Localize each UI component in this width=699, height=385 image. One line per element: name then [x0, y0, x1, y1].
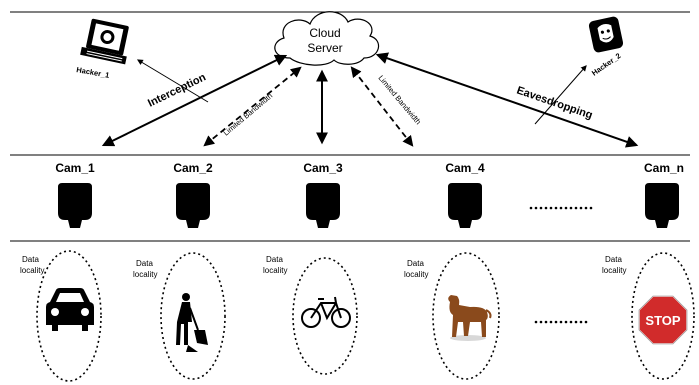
more-localities-ellipsis	[534, 320, 588, 324]
locality-ellipse	[160, 252, 226, 380]
cloud-icon	[274, 11, 380, 66]
interception-arrow	[136, 59, 209, 103]
camera-cam-1: Cam_1	[55, 161, 95, 228]
dog-icon	[448, 295, 492, 341]
camera-cam-4: Cam_4	[445, 161, 485, 228]
locality-4-label-line2: locality	[404, 270, 428, 279]
locality-2: Data locality	[133, 252, 226, 380]
camera-cam-3: Cam_3	[303, 161, 343, 228]
car-icon	[46, 288, 94, 331]
interception-label: Interception	[146, 71, 208, 110]
camera-cam-n: Cam_n	[644, 161, 684, 228]
locality-1-label-line1: Data	[22, 255, 39, 264]
locality-3: Data locality	[263, 255, 358, 375]
locality-ellipse	[432, 252, 500, 380]
eavesdropping-arrow	[534, 65, 587, 125]
construction-worker-icon	[176, 293, 208, 352]
camera-icon	[58, 183, 92, 228]
locality-1-label-line2: locality	[20, 266, 44, 275]
locality-3-label-line1: Data	[266, 255, 283, 264]
cam-n-label: Cam_n	[644, 161, 684, 175]
locality-4-label-line1: Data	[407, 259, 424, 268]
more-cameras-ellipsis	[529, 206, 593, 210]
stop-sign-text: STOP	[645, 313, 680, 328]
locality-5: Data locality STOP	[602, 252, 695, 380]
masked-hacker-icon	[588, 16, 624, 53]
hacker-2-label: Hacker_2	[590, 51, 623, 78]
locality-2-label-line2: locality	[133, 270, 157, 279]
locality-3-label-line2: locality	[263, 266, 287, 275]
cloud-label-line1: Cloud	[309, 26, 340, 40]
hacker-1: Hacker_1	[76, 18, 129, 80]
limited-bandwidth-left-label: Limited Bandwidth	[222, 91, 275, 137]
hacker-2: Hacker_2	[588, 16, 624, 78]
camera-icon	[306, 183, 340, 228]
hacker-1-label: Hacker_1	[76, 65, 110, 80]
laptop-hacker-icon	[80, 18, 129, 65]
cam-4-label: Cam_4	[445, 161, 485, 175]
cam-2-label: Cam_2	[173, 161, 213, 175]
cam4-cloud-link	[350, 66, 414, 147]
locality-ellipse	[36, 250, 102, 382]
limited-bandwidth-right-label: Limited Bandwidth	[376, 74, 422, 127]
cam2-cloud-link	[203, 66, 302, 147]
locality-4: Data locality	[404, 252, 500, 380]
camera-icon	[448, 183, 482, 228]
cloud-label-line2: Server	[307, 41, 342, 55]
cam-1-label: Cam_1	[55, 161, 95, 175]
stop-sign-icon: STOP	[638, 295, 688, 345]
locality-5-label-line2: locality	[602, 266, 626, 275]
locality-2-label-line1: Data	[136, 259, 153, 268]
cloud-server: Cloud Server	[274, 11, 380, 66]
bicycle-icon	[301, 296, 351, 328]
locality-5-label-line1: Data	[605, 255, 622, 264]
cam-3-label: Cam_3	[303, 161, 343, 175]
locality-1: Data locality	[20, 250, 102, 382]
locality-ellipse	[631, 252, 695, 380]
camera-icon	[176, 183, 210, 228]
locality-ellipse	[292, 257, 358, 375]
camera-cam-2: Cam_2	[173, 161, 213, 228]
camera-icon	[645, 183, 679, 228]
camn-cloud-link	[375, 52, 639, 148]
